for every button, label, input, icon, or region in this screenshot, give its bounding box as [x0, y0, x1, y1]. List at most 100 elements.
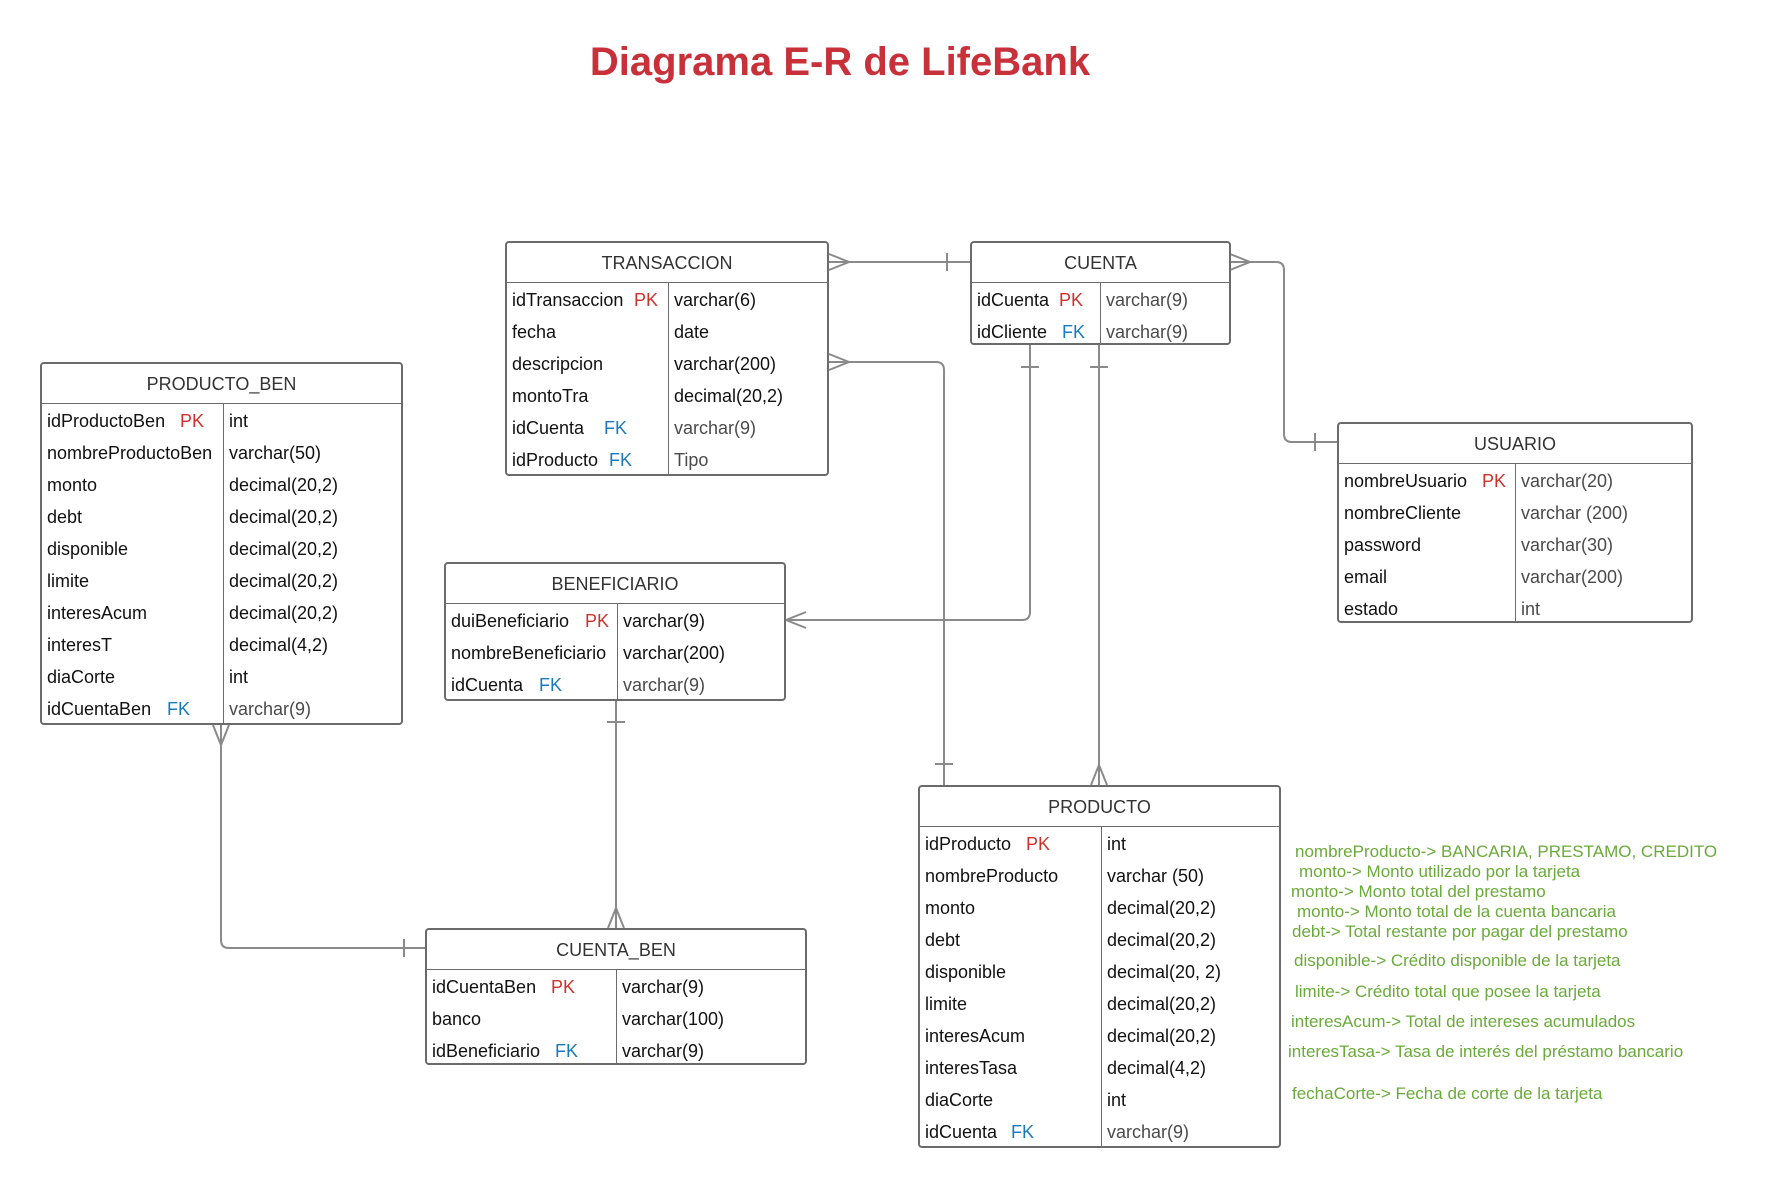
attribute-row: montoTra decimal(20,2)	[507, 380, 827, 412]
attribute-type: int	[229, 411, 249, 431]
attribute-name: idCliente	[977, 322, 1048, 342]
attribute-list: nombreUsuario PK varchar(20) nombreClien…	[1339, 464, 1691, 621]
attribute-row: idCuentaBen PK varchar(9)	[427, 971, 805, 1003]
entity-title: BENEFICIARIO	[446, 564, 784, 604]
attribute-row: interesAcum decimal(20,2)	[42, 597, 401, 629]
entity-cuenta[interactable]: CUENTA idCuenta PK varchar(9) idCliente …	[970, 241, 1231, 345]
attribute-type: varchar(9)	[1107, 1122, 1190, 1142]
relation-cuenta-usuario	[1229, 253, 1337, 451]
crow-foot-producto-ben	[212, 724, 230, 748]
note-interes-tasa: interesTasa-> Tasa de interés del présta…	[1288, 1042, 1684, 1061]
attribute-name: idProductoBen	[47, 411, 166, 431]
attribute-type: Tipo	[674, 450, 709, 470]
attribute-type: varchar(9)	[1106, 290, 1189, 310]
foreign-key-badge: FK	[539, 675, 563, 695]
attribute-name: idCuentaBen	[47, 699, 152, 719]
attribute-row: monto decimal(20,2)	[920, 892, 1279, 924]
note-fecha-corte: fechaCorte-> Fecha de corte de la tarjet…	[1292, 1084, 1603, 1103]
attribute-type: varchar(30)	[1521, 535, 1614, 555]
attribute-type: decimal(4,2)	[1107, 1058, 1207, 1078]
relation-transaccion-producto	[828, 353, 953, 785]
attribute-name: idTransaccion	[512, 290, 624, 310]
attribute-row: nombreUsuario PK varchar(20)	[1339, 465, 1691, 497]
attribute-name: interesAcum	[925, 1026, 1026, 1046]
entity-transaccion[interactable]: TRANSACCION idTransaccion PK varchar(6) …	[505, 241, 829, 476]
attribute-row: nombreBeneficiario varchar(200)	[446, 637, 784, 669]
primary-key-badge: PK	[180, 411, 205, 431]
entity-title: USUARIO	[1339, 424, 1691, 464]
foreign-key-badge: FK	[1011, 1122, 1035, 1142]
crow-foot-transaccion	[828, 253, 852, 271]
attribute-list: idProductoBen PK int nombreProductoBen v…	[42, 404, 401, 723]
diagram-title: Diagrama E-R de LifeBank	[589, 40, 1091, 84]
note-monto-tarjeta: monto-> Monto utilizado por la tarjeta	[1299, 862, 1581, 881]
attribute-type: varchar(9)	[229, 699, 312, 719]
foreign-key-badge: FK	[1062, 322, 1086, 342]
entity-producto[interactable]: PRODUCTO idProducto PK int nombreProduct…	[918, 785, 1281, 1148]
attribute-type: decimal(20,2)	[674, 386, 784, 406]
column-divider	[1100, 283, 1101, 343]
attribute-name: estado	[1344, 599, 1399, 619]
attribute-row: idTransaccion PK varchar(6)	[507, 284, 827, 316]
foreign-key-badge: FK	[609, 450, 633, 470]
attribute-type: int	[229, 667, 249, 687]
attribute-list: idProducto PK int nombreProducto varchar…	[920, 827, 1279, 1146]
attribute-row: limite decimal(20,2)	[42, 565, 401, 597]
attribute-type: decimal(20,2)	[229, 603, 339, 623]
relation-beneficiario-cuenta-ben	[607, 701, 625, 929]
entity-usuario[interactable]: USUARIO nombreUsuario PK varchar(20) nom…	[1337, 422, 1693, 623]
attribute-row: idCuenta FK varchar(9)	[920, 1116, 1279, 1146]
attribute-list: idCuentaBen PK varchar(9) banco varchar(…	[427, 970, 805, 1063]
attribute-type: varchar(6)	[674, 290, 757, 310]
column-divider	[223, 404, 224, 723]
attribute-list: idCuenta PK varchar(9) idCliente FK varc…	[972, 283, 1229, 343]
attribute-type: varchar(9)	[623, 675, 706, 695]
attribute-name: nombreBeneficiario	[451, 643, 607, 663]
note-monto-prestamo: monto-> Monto total del prestamo	[1291, 882, 1546, 901]
attribute-row: email varchar(200)	[1339, 561, 1691, 593]
attribute-name: monto	[925, 898, 976, 918]
crow-foot-cuenta-ben	[607, 905, 625, 929]
attribute-row: diaCorte int	[920, 1084, 1279, 1116]
attribute-row: idCuenta FK varchar(9)	[507, 412, 827, 444]
entity-title: CUENTA	[972, 243, 1229, 283]
foreign-key-badge: FK	[167, 699, 191, 719]
attribute-name: montoTra	[512, 386, 589, 406]
entity-cuenta-ben[interactable]: CUENTA_BEN idCuentaBen PK varchar(9) ban…	[425, 928, 807, 1065]
attribute-name: fecha	[512, 322, 557, 342]
relation-producto-ben-cuenta-ben	[212, 724, 425, 957]
relation-cuenta-producto	[1090, 345, 1108, 786]
attribute-type: decimal(20,2)	[229, 507, 339, 527]
crow-foot-cuenta	[1229, 253, 1253, 271]
attribute-row: fecha date	[507, 316, 827, 348]
attribute-type: varchar(9)	[1106, 322, 1189, 342]
attribute-row: interesAcum decimal(20,2)	[920, 1020, 1279, 1052]
attribute-name: email	[1344, 567, 1388, 587]
attribute-type: decimal(20,2)	[229, 475, 339, 495]
attribute-row: nombreCliente varchar (200)	[1339, 497, 1691, 529]
attribute-type: decimal(20,2)	[229, 539, 339, 559]
entity-producto-ben[interactable]: PRODUCTO_BEN idProductoBen PK int nombre…	[40, 362, 403, 725]
attribute-type: varchar(200)	[674, 354, 777, 374]
attribute-row: password varchar(30)	[1339, 529, 1691, 561]
attribute-name: nombreCliente	[1344, 503, 1462, 523]
attribute-row: estado int	[1339, 593, 1691, 621]
foreign-key-badge: FK	[555, 1041, 579, 1061]
attribute-name: debt	[47, 507, 83, 527]
attribute-name: password	[1344, 535, 1422, 555]
attribute-name: monto	[47, 475, 98, 495]
crow-foot-producto	[1090, 762, 1108, 786]
primary-key-badge: PK	[1482, 471, 1507, 491]
attribute-name: nombreProductoBen	[47, 443, 213, 463]
attribute-type: varchar(100)	[622, 1009, 725, 1029]
attribute-list: duiBeneficiario PK varchar(9) nombreBene…	[446, 604, 784, 699]
attribute-name: disponible	[47, 539, 129, 559]
entity-beneficiario[interactable]: BENEFICIARIO duiBeneficiario PK varchar(…	[444, 562, 786, 701]
attribute-name: idBeneficiario	[432, 1041, 541, 1061]
column-divider	[1515, 464, 1516, 621]
attribute-row: banco varchar(100)	[427, 1003, 805, 1035]
primary-key-badge: PK	[1026, 834, 1051, 854]
attribute-row: idBeneficiario FK varchar(9)	[427, 1035, 805, 1063]
attribute-row: idCuenta PK varchar(9)	[972, 284, 1229, 316]
attribute-row: nombreProducto varchar (50)	[920, 860, 1279, 892]
